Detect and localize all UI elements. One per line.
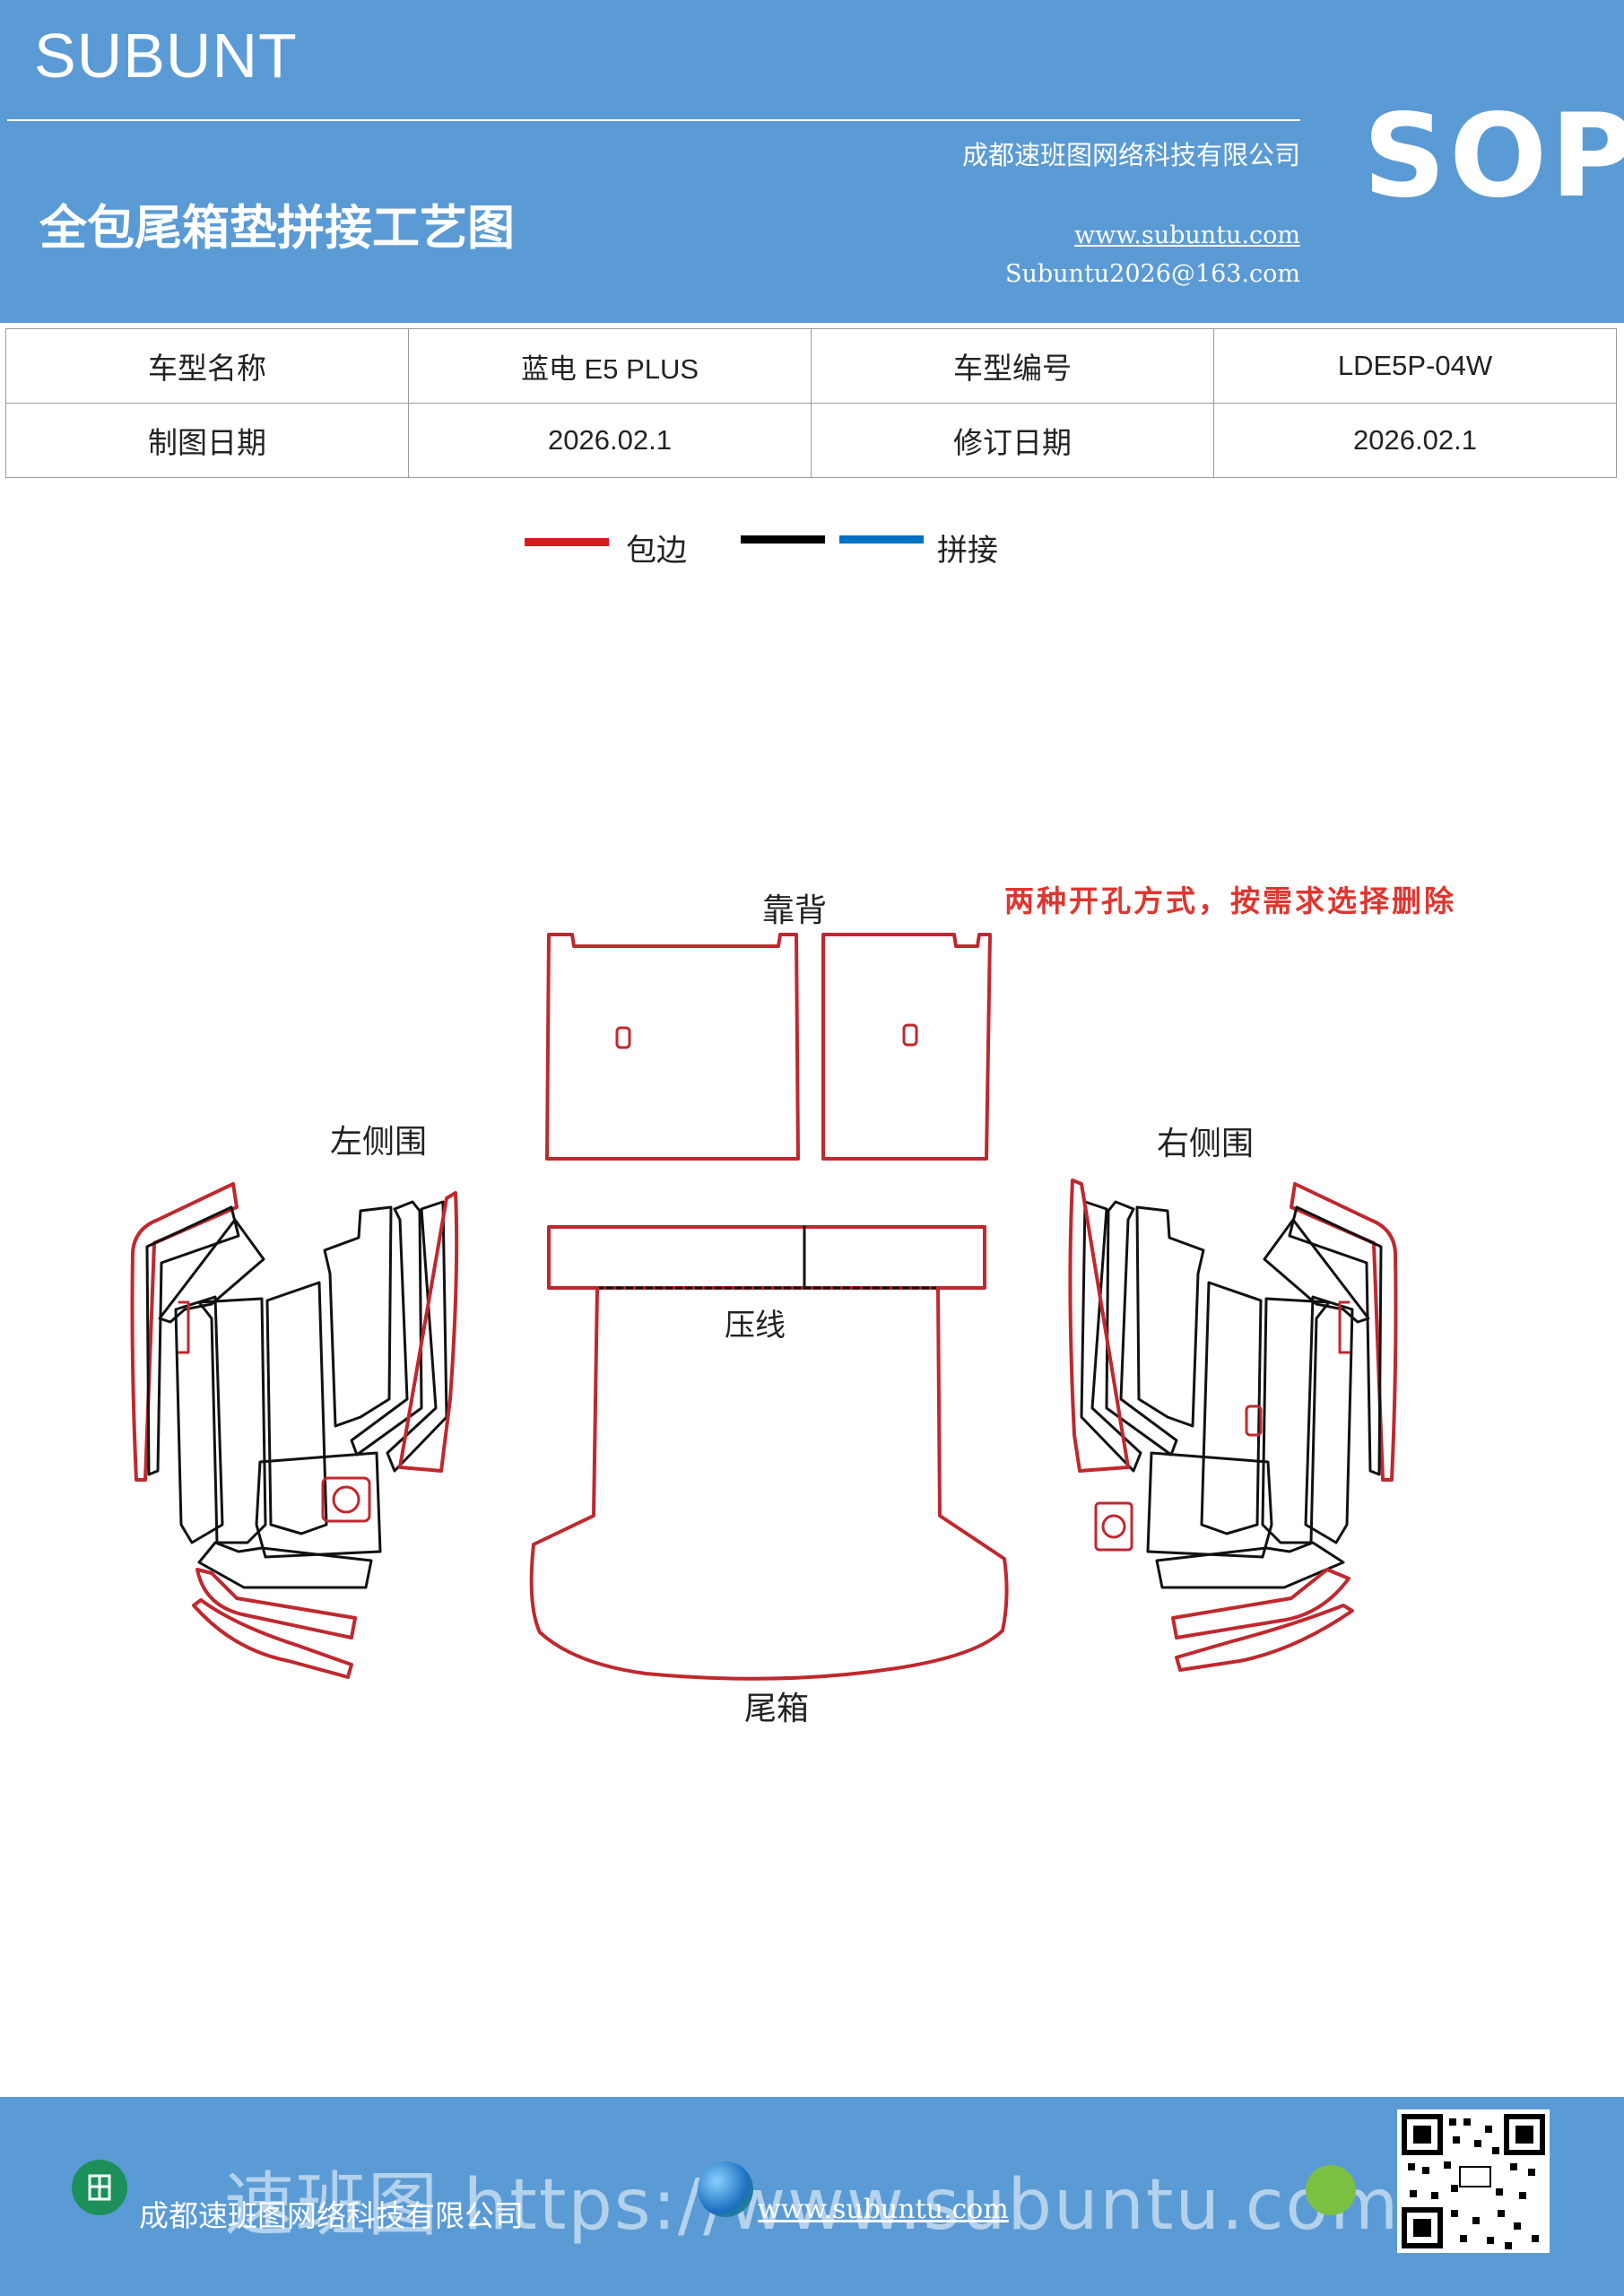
left-wall-bottom-a <box>255 1451 382 1559</box>
label-backrest: 靠背 <box>762 892 828 929</box>
sop-badge: SOP <box>1363 90 1624 223</box>
label-crease: 压线 <box>725 1308 786 1344</box>
header-banner <box>0 0 1624 323</box>
company-name: 成都速班图网络科技有限公司 <box>961 140 1300 170</box>
table-row: 制图日期 2026.02.1 修订日期 2026.02.1 <box>5 403 1617 478</box>
backrest-right-panel <box>821 933 992 1161</box>
left-wall-piece-d <box>197 1297 267 1544</box>
right-wall-left-edge <box>1068 1178 1130 1473</box>
left-wall-piece-b <box>158 1218 265 1324</box>
vehicle-info-table: 车型名称 蓝电 E5 PLUS 车型编号 LDE5P-04W 制图日期 2026… <box>5 328 1617 478</box>
right-wall-bottom-c <box>1171 1568 1350 1639</box>
right-wall-clip-1 <box>1338 1300 1350 1354</box>
left-fan-vent <box>321 1476 371 1523</box>
backrest-left-panel <box>545 933 800 1161</box>
website-link[interactable]: www.subuntu.com <box>1074 222 1300 249</box>
brand-name: SUBUNT <box>34 21 298 91</box>
value-revise-date: 2026.02.1 <box>1213 403 1617 478</box>
crease-strip <box>547 1225 986 1290</box>
left-wall-piece-a <box>145 1205 240 1476</box>
label-left-side: 左侧围 <box>330 1124 428 1161</box>
left-wall-piece-f <box>323 1205 393 1428</box>
value-draw-date: 2026.02.1 <box>408 403 812 478</box>
label-revise-date: 修订日期 <box>811 403 1214 478</box>
left-wall-piece-h <box>386 1200 448 1473</box>
left-wall-clip-1 <box>178 1300 190 1354</box>
label-draw-date: 制图日期 <box>5 403 409 478</box>
left-wall-piece-c <box>174 1295 224 1544</box>
left-wall-bottom-b <box>197 1541 373 1589</box>
table-row: 车型名称 蓝电 E5 PLUS 车型编号 LDE5P-04W <box>5 328 1617 404</box>
left-wall-right-edge <box>398 1191 459 1473</box>
right-wall-piece-b <box>1263 1218 1370 1324</box>
header-divider <box>7 119 1300 121</box>
left-wall-outer <box>130 1182 239 1482</box>
right-wall-piece-c <box>1304 1295 1354 1544</box>
label-right-side: 右侧围 <box>1157 1126 1255 1162</box>
email-address: Subuntu2026@163.com <box>1005 260 1300 288</box>
right-wall-bottom-b <box>1155 1541 1345 1589</box>
left-wall-piece-e <box>265 1281 328 1535</box>
globe-icon <box>698 2161 753 2217</box>
value-model-name: 蓝电 E5 PLUS <box>408 328 812 404</box>
backrest-left-hole <box>615 1026 631 1049</box>
wechat-icon <box>1306 2165 1356 2215</box>
label-model-name: 车型名称 <box>5 328 409 404</box>
right-wall-piece-e <box>1200 1281 1263 1535</box>
legend-label-edging: 包边 <box>626 533 687 569</box>
right-wall-bottom-d <box>1175 1604 1354 1672</box>
right-wall-piece-f <box>1135 1205 1205 1428</box>
qr-code <box>1397 2109 1550 2253</box>
legend-red-line <box>525 538 609 546</box>
building-icon <box>72 2160 127 2215</box>
left-fan-vent-hub <box>332 1485 360 1514</box>
trunk-floor <box>529 1286 1009 1681</box>
value-model-code: LDE5P-04W <box>1213 328 1617 404</box>
document-title: 全包尾箱垫拼接工艺图 <box>39 200 515 256</box>
footer-company-name: 成都速班图网络科技有限公司 <box>139 2198 524 2233</box>
legend-black-line <box>741 535 825 544</box>
backrest-right-hole <box>902 1023 918 1047</box>
right-fan-vent-hub <box>1101 1514 1126 1539</box>
legend-label-splice: 拼接 <box>937 533 998 569</box>
right-wall-piece-a <box>1288 1205 1383 1476</box>
footer-website-link[interactable]: www.subuntu.com <box>758 2194 1009 2225</box>
right-fan-vent <box>1094 1501 1133 1552</box>
footer-watermark: 速班图 https://www.subuntu.com <box>224 2165 1401 2246</box>
legend-blue-line <box>839 535 924 544</box>
right-wall-bottom-a <box>1146 1451 1273 1559</box>
label-model-code: 车型编号 <box>811 328 1214 404</box>
mat-pattern-diagram <box>130 933 1398 1681</box>
left-wall-bottom-d <box>192 1598 353 1679</box>
right-wall-slot <box>1245 1405 1263 1437</box>
left-wall-bottom-c <box>195 1568 357 1639</box>
cutout-note: 两种开孔方式，按需求选择删除 <box>1004 883 1456 918</box>
right-wall-piece-d <box>1261 1297 1331 1544</box>
label-trunk: 尾箱 <box>744 1691 810 1727</box>
right-wall-outer <box>1290 1182 1398 1482</box>
